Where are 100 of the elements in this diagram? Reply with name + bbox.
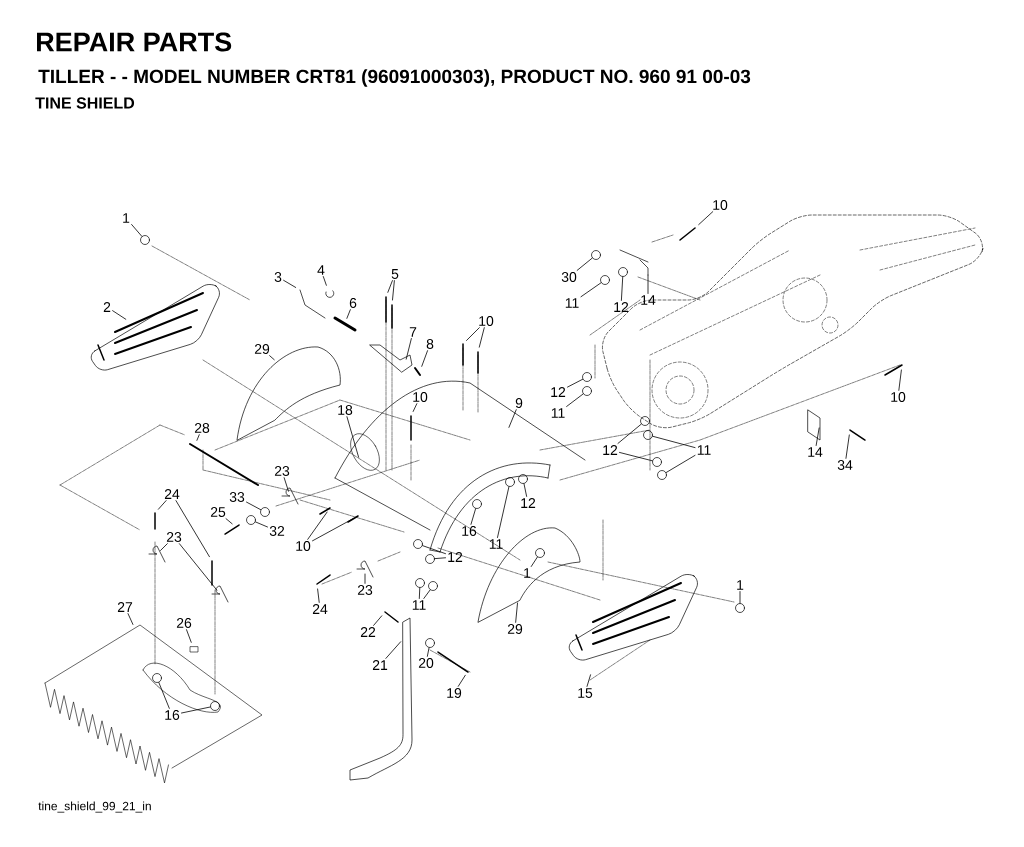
- callout-number: 12: [448, 552, 463, 562]
- leader-line: [421, 350, 428, 367]
- callout-number: 10: [413, 392, 428, 402]
- callout-number: 16: [165, 710, 180, 720]
- hardware-part: [260, 507, 270, 517]
- callout-number: 11: [565, 298, 579, 308]
- leader-line: [246, 501, 262, 511]
- file-name: tine_shield_99_21_in: [38, 801, 151, 813]
- callout-number: 9: [515, 398, 523, 408]
- callout-number: 7: [409, 327, 417, 337]
- leader-line: [497, 486, 510, 538]
- callout-number: 6: [349, 298, 357, 308]
- hardware-part: [415, 578, 425, 588]
- callout-number: 12: [551, 387, 566, 397]
- leader-line: [127, 613, 134, 625]
- callout-number: 10: [479, 316, 494, 326]
- hardware-part: [518, 474, 528, 484]
- leader-line: [175, 500, 210, 558]
- hardware-part: [657, 470, 667, 480]
- callout-number: 33: [229, 492, 245, 502]
- leader-line: [387, 280, 393, 293]
- leader-line: [898, 369, 902, 391]
- leader-line: [508, 409, 517, 428]
- leader-line: [385, 641, 402, 659]
- leader-line: [515, 602, 518, 623]
- leader-line: [586, 674, 591, 687]
- leader-line: [373, 615, 383, 626]
- leader-line: [364, 573, 366, 584]
- callout-number: 25: [210, 507, 226, 517]
- leader-line: [160, 543, 168, 551]
- leader-line: [815, 427, 820, 446]
- callout-number: 32: [269, 526, 285, 536]
- callout-number: 24: [164, 489, 180, 499]
- hardware-part: [210, 701, 220, 711]
- callout-number: 12: [603, 445, 618, 455]
- hardware-part: [535, 548, 545, 558]
- leader-line: [523, 483, 528, 497]
- leader-line: [346, 309, 351, 319]
- leader-line: [283, 477, 289, 492]
- callout-number: 30: [561, 272, 577, 282]
- leader-line: [269, 355, 275, 361]
- leader-line: [422, 545, 446, 555]
- callout-number: 12: [521, 498, 536, 508]
- hardware-part: [246, 515, 256, 525]
- section-heading: TINE SHIELD: [35, 97, 135, 109]
- callout-number: 18: [338, 405, 353, 415]
- callout-number: 14: [641, 295, 656, 305]
- leader-line: [186, 629, 192, 643]
- leader-line: [158, 682, 170, 709]
- leader-line: [617, 423, 642, 444]
- hardware-part: [425, 554, 435, 564]
- leader-line: [576, 257, 593, 271]
- callout-number: 11: [489, 539, 503, 549]
- leader-line: [426, 647, 430, 657]
- callout-number: 23: [166, 532, 182, 542]
- leader-line: [665, 454, 696, 473]
- leader-line: [346, 416, 359, 458]
- leader-line: [580, 282, 602, 298]
- callout-number: 10: [296, 541, 311, 551]
- leader-line: [312, 518, 354, 542]
- leader-line: [255, 521, 268, 528]
- callout-number: 21: [372, 660, 388, 670]
- callout-number: 16: [462, 526, 477, 536]
- leader-line: [652, 435, 696, 448]
- hardware-part: [735, 603, 745, 613]
- leader-line: [307, 511, 328, 540]
- leader-line: [317, 588, 320, 603]
- leader-line: [566, 393, 584, 407]
- hardware-part: [428, 581, 438, 591]
- leader-line: [698, 211, 714, 225]
- hardware-part: [582, 372, 592, 382]
- callout-number: 15: [578, 688, 593, 698]
- leader-line: [466, 327, 480, 341]
- callout-number: 3: [274, 272, 282, 282]
- hardware-part: [425, 638, 435, 648]
- title: REPAIR PARTS: [37, 32, 232, 52]
- leader-line: [478, 327, 485, 348]
- leader-line: [196, 434, 200, 441]
- hardware-part: [152, 673, 162, 683]
- callout-number: 23: [357, 585, 373, 595]
- leader-line: [225, 518, 233, 525]
- callout-number: 1: [524, 568, 531, 578]
- leader-line: [845, 434, 850, 459]
- callout-number: 34: [837, 460, 853, 470]
- callout-number: 20: [418, 658, 434, 668]
- leader-line: [457, 674, 466, 687]
- leader-line: [739, 591, 741, 604]
- callout-number: 24: [312, 604, 328, 614]
- callout-number: 11: [551, 408, 565, 418]
- callout-number: 26: [176, 618, 192, 628]
- callout-number: 22: [360, 627, 376, 637]
- leader-line: [392, 280, 395, 301]
- leader-line: [283, 279, 297, 288]
- hardware-part: [618, 267, 628, 277]
- callout-number: 29: [254, 344, 270, 354]
- hardware-part: [505, 477, 515, 487]
- hardware-part: [140, 235, 150, 245]
- callout-number: 23: [274, 466, 290, 476]
- leader-line: [157, 500, 167, 510]
- leader-line: [178, 543, 218, 591]
